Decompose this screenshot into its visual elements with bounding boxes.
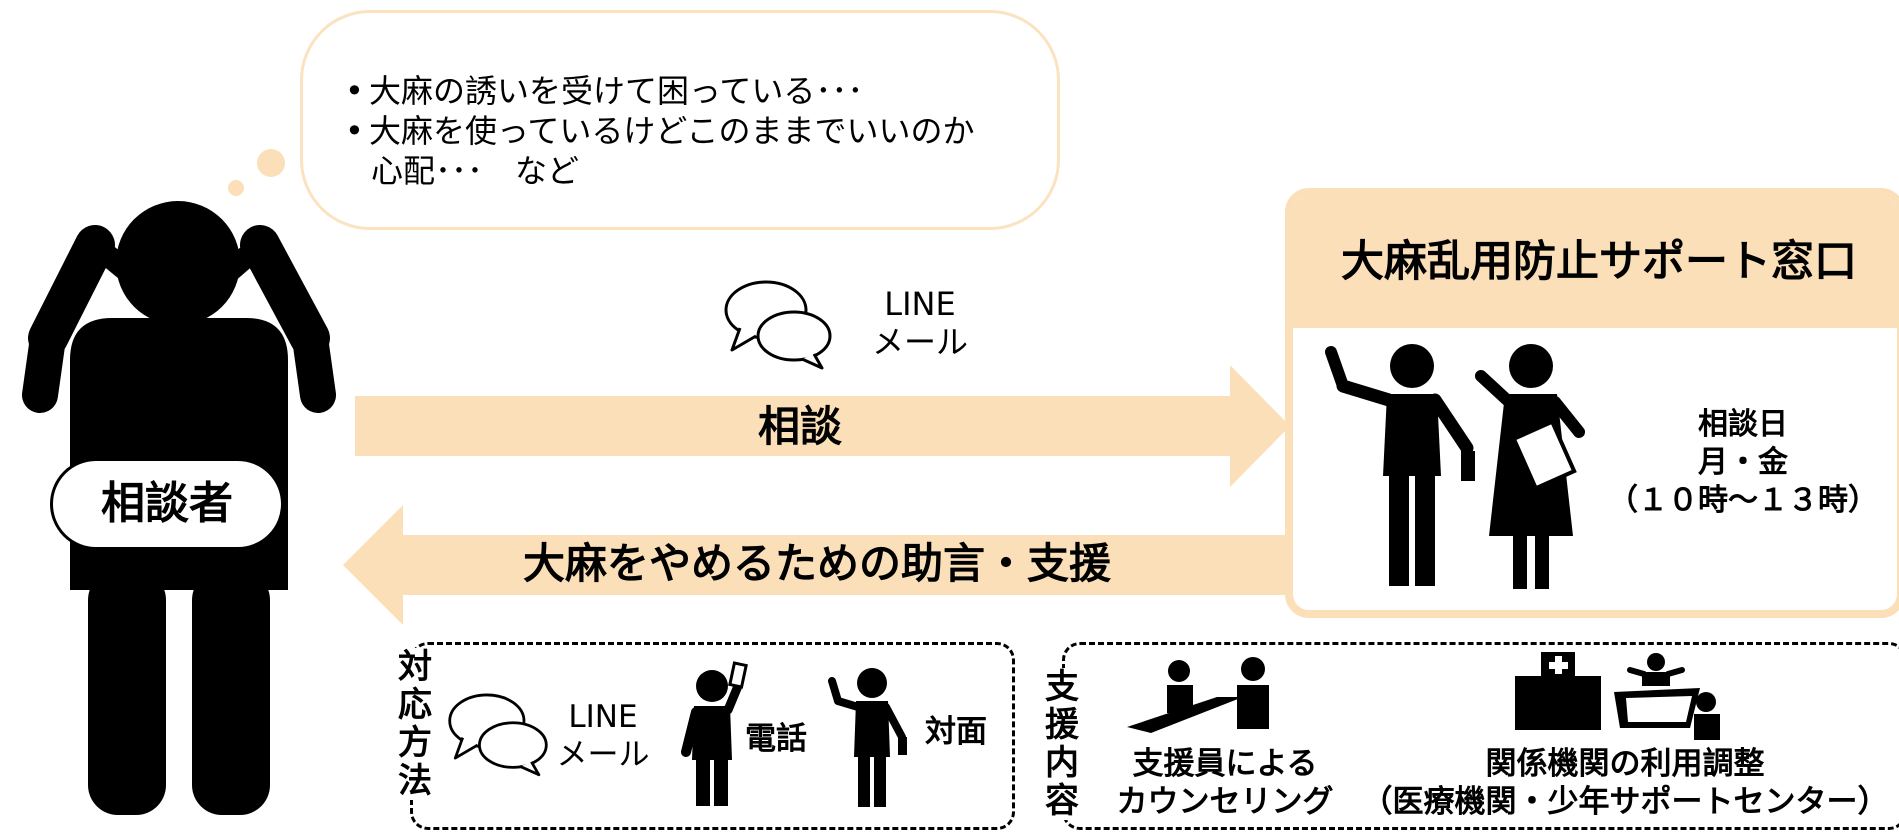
office-title: 大麻乱用防止サポート窓口	[1293, 196, 1897, 328]
heading-char: 応	[398, 685, 432, 725]
method-mail-label: メール	[556, 737, 650, 773]
channel-labels: LINE メール	[860, 285, 980, 361]
coordination-line-2: （医療機関・少年サポートセンター）	[1361, 784, 1889, 820]
counseling-line-1: 支援員による	[1132, 746, 1318, 782]
support-office-panel: 大麻乱用防止サポート窓口 相談日 月・金 （１０時～１３時）	[1285, 188, 1899, 618]
chat-bubbles-icon	[724, 280, 832, 370]
chat-bubbles-icon	[448, 693, 548, 777]
office-hours: 相談日 月・金 （１０時～１３時）	[1593, 406, 1893, 520]
in-person-icon	[828, 668, 907, 807]
thought-line-3: 心配･･･ など	[371, 152, 580, 190]
support-center-icon	[1614, 653, 1720, 740]
hospital-icon	[1515, 652, 1601, 730]
support-coordination: 関係機関の利用調整 （医療機関・少年サポートセンター）	[1355, 745, 1895, 821]
heading-char: 支	[1045, 667, 1079, 707]
channel-mail-label: メール	[871, 323, 968, 361]
office-days-label: 相談日	[1698, 407, 1788, 442]
method-line-mail: LINE メール	[548, 698, 658, 774]
thought-dot-small	[228, 180, 244, 196]
consult-arrow	[355, 365, 1290, 487]
channel-line-label: LINE	[884, 285, 956, 323]
thought-line-2: •大麻を使っているけどこのままでいいのか	[345, 112, 975, 150]
heading-char: 容	[1045, 781, 1079, 821]
consult-arrow-label: 相談	[758, 402, 843, 451]
heading-char: 法	[398, 761, 432, 801]
counseling-line-2: カウンセリング	[1116, 784, 1334, 820]
heading-char: 内	[1045, 743, 1079, 783]
heading-char: 援	[1045, 705, 1079, 745]
response-methods-heading: 対 応 方 法	[395, 648, 435, 800]
consultant-label: 相談者	[50, 458, 284, 550]
method-in-person-label: 対面	[925, 714, 987, 750]
office-days: 月・金	[1698, 445, 1788, 480]
support-content-heading: 支 援 内 容	[1042, 668, 1082, 820]
method-phone-label: 電話	[745, 721, 807, 757]
heading-char: 方	[398, 723, 432, 763]
thought-line-1: •大麻の誘いを受けて困っている･･･	[345, 72, 864, 110]
thought-dot-large	[257, 149, 285, 177]
advice-arrow-label: 大麻をやめるための助言・支援	[523, 539, 1112, 588]
coordination-line-1: 関係機関の利用調整	[1485, 746, 1765, 782]
worried-person-icon	[22, 201, 336, 815]
phone-person-icon	[681, 661, 748, 806]
staff-people-icon	[1325, 344, 1585, 589]
advice-arrow	[343, 505, 1288, 625]
method-line-label: LINE	[568, 699, 638, 735]
heading-char: 対	[398, 647, 432, 687]
support-counseling: 支援員による カウンセリング	[1110, 745, 1340, 821]
thought-bubble: •大麻の誘いを受けて困っている･･･ •大麻を使っているけどこのままでいいのか …	[300, 10, 1060, 230]
office-hours-range: （１０時～１３時）	[1608, 483, 1878, 518]
counseling-icon	[1127, 657, 1269, 733]
